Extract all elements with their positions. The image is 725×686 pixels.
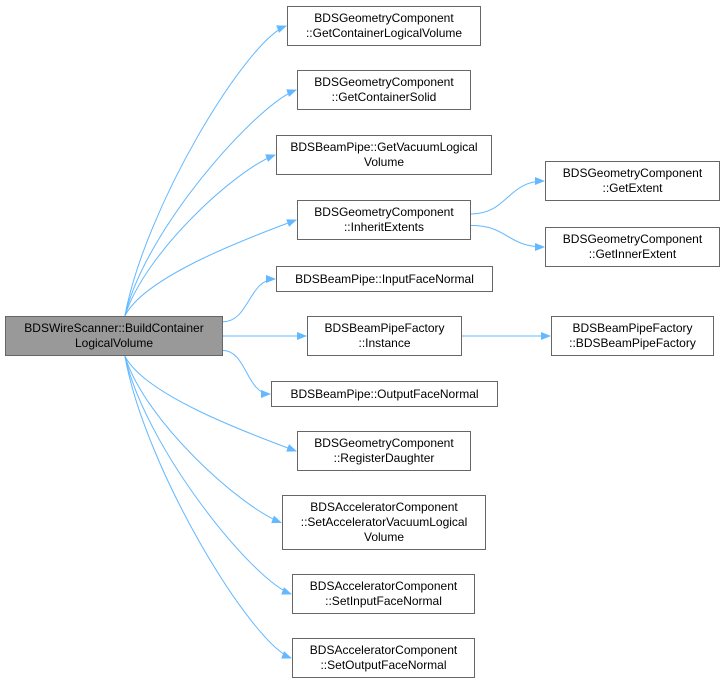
node-label-line: BDSGeometryComponent [562, 232, 703, 246]
node-beampipe-factory-constructor[interactable]: BDSBeamPipeFactory::BDSBeamPipeFactory [551, 316, 714, 356]
node-label-line: ::GetExtent [602, 181, 663, 195]
node-label-line: LogicalVolume [74, 336, 154, 350]
node-get-container-solid[interactable]: BDSGeometryComponent::GetContainerSolid [297, 70, 471, 110]
edge-root-to-input_face_normal [222, 275, 276, 323]
edge-inherit_extents-to-get_extent [470, 177, 545, 215]
edge-root-to-get_container_solid [124, 89, 297, 317]
edge-root-to-set_output_face_normal [124, 355, 292, 659]
node-beampipe-factory-instance[interactable]: BDSBeamPipeFactory::Instance [307, 316, 462, 356]
node-label-line: BDSGeometryComponent [314, 436, 454, 450]
node-label-line: Volume [363, 155, 405, 169]
node-label-line: Volume [363, 530, 405, 544]
node-set-accelerator-vacuum-logical-volume[interactable]: BDSAcceleratorComponent::SetAcceleratorV… [282, 495, 486, 550]
node-label-line: ::GetInnerExtent [588, 247, 677, 261]
node-register-daughter[interactable]: BDSGeometryComponent::RegisterDaughter [297, 431, 471, 471]
edge-root-to-inherit_extents [124, 219, 297, 317]
node-set-input-face-normal[interactable]: BDSAcceleratorComponent::SetInputFaceNor… [292, 574, 475, 614]
node-label-line: ::BDSBeamPipeFactory [569, 336, 696, 350]
node-label-line: BDSGeometryComponent [314, 75, 454, 89]
node-label-line: BDSBeamPipeFactory [324, 321, 445, 335]
node-label-line: BDSBeamPipe::InputFaceNormal [295, 271, 474, 286]
node-label-line: ::RegisterDaughter [333, 451, 435, 465]
node-label-line: BDSGeometryComponent [562, 166, 703, 180]
node-inherit-extents[interactable]: BDSGeometryComponent::InheritExtents [297, 200, 471, 240]
edge-root-to-output_face_normal [222, 350, 271, 398]
node-output-face-normal[interactable]: BDSBeamPipe::OutputFaceNormal [271, 381, 498, 407]
edge-root-to-register_daughter [124, 355, 297, 452]
node-get-extent[interactable]: BDSGeometryComponent::GetExtent [545, 161, 720, 201]
node-input-face-normal[interactable]: BDSBeamPipe::InputFaceNormal [276, 266, 493, 292]
node-set-output-face-normal[interactable]: BDSAcceleratorComponent::SetOutputFaceNo… [292, 638, 475, 678]
node-label-line: ::InheritExtents [343, 220, 425, 234]
node-label-line: BDSAcceleratorComponent [310, 500, 458, 514]
node-label-line: ::Instance [358, 336, 411, 350]
node-label-line: BDSBeamPipeFactory [572, 321, 693, 335]
node-label-line: BDSAcceleratorComponent [309, 643, 458, 657]
node-label-line: BDSBeamPipe::GetVacuumLogical [290, 140, 478, 154]
node-label-line: ::GetContainerSolid [331, 90, 437, 104]
edge-root-to-set_input_face_normal [124, 355, 292, 595]
node-label-line: BDSGeometryComponent [314, 205, 454, 219]
node-label-line: ::GetContainerLogicalVolume [305, 26, 463, 40]
node-get-container-logical-volume[interactable]: BDSGeometryComponent::GetContainerLogica… [287, 6, 481, 46]
node-label-line: BDSAcceleratorComponent [309, 579, 458, 593]
node-label-line: ::SetAcceleratorVacuumLogical [300, 515, 468, 529]
node-label-line: BDSGeometryComponent [314, 11, 454, 25]
edge-root-to-get_vacuum_logical_volume [124, 154, 276, 317]
edge-inherit_extents-to-get_inner_extent [470, 224, 545, 251]
node-get-inner-extent[interactable]: BDSGeometryComponent::GetInnerExtent [545, 227, 720, 267]
node-label-line: ::SetOutputFaceNormal [320, 658, 447, 672]
node-label-line: BDSBeamPipe::OutputFaceNormal [290, 386, 479, 401]
edge-root-to-set_accelerator_vacuum_logical_volume [124, 355, 282, 524]
node-label-line: BDSWireScanner::BuildContainer [24, 321, 204, 335]
node-label-line: ::SetInputFaceNormal [325, 594, 442, 608]
edge-root-to-get_container_logical_volume [124, 25, 287, 317]
